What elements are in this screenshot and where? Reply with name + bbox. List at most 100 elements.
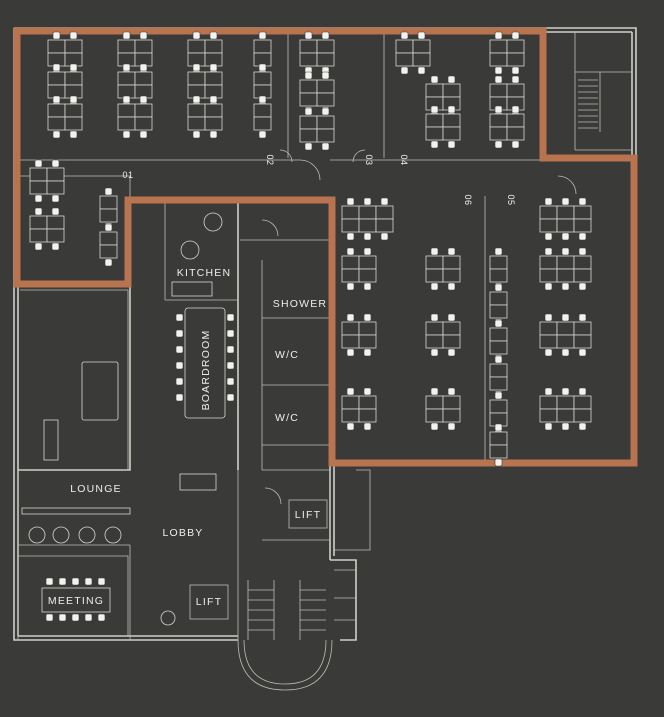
desk (425, 321, 444, 336)
chair (430, 422, 439, 431)
desk (358, 408, 377, 423)
chair (363, 348, 372, 357)
desk (489, 255, 508, 270)
desk (412, 39, 431, 54)
desk (187, 71, 206, 86)
desk (539, 255, 558, 270)
chair (578, 313, 587, 322)
reception-desk (179, 473, 217, 491)
chair (578, 197, 587, 206)
desk (395, 52, 414, 67)
desk (204, 71, 223, 86)
desk (489, 304, 508, 319)
desk (99, 244, 118, 259)
desk (425, 83, 444, 98)
chair (58, 613, 67, 622)
desk (489, 327, 508, 342)
kitchen-counter (171, 281, 213, 297)
chair (45, 613, 54, 622)
desk (299, 128, 318, 143)
desk (341, 321, 360, 336)
desk (489, 39, 508, 54)
desk (117, 71, 136, 86)
desk (489, 52, 508, 67)
desk (299, 92, 318, 107)
desk (573, 408, 592, 423)
chair (346, 247, 355, 256)
chair (430, 140, 439, 149)
chair (139, 31, 148, 40)
chair (304, 142, 313, 151)
desk (29, 228, 48, 243)
chair (447, 140, 456, 149)
leased-area-outline (13, 27, 638, 467)
chair (511, 31, 520, 40)
desk (573, 321, 592, 336)
desk (573, 395, 592, 410)
chair (511, 75, 520, 84)
desk (134, 71, 153, 86)
desk (556, 408, 575, 423)
chair (52, 63, 61, 72)
chair (561, 247, 570, 256)
chair (561, 348, 570, 357)
desk (117, 103, 136, 118)
chair (122, 95, 131, 104)
kitchen-table (203, 212, 223, 232)
chair (447, 75, 456, 84)
chair (139, 63, 148, 72)
zone-05-label: 05 (506, 194, 516, 205)
chair (52, 31, 61, 40)
workstations (29, 31, 592, 622)
chair (304, 107, 313, 116)
desk (556, 321, 575, 336)
chair (51, 194, 60, 203)
chair (494, 391, 503, 400)
chair (346, 348, 355, 357)
desk (539, 321, 558, 336)
desk (425, 408, 444, 423)
chair (494, 458, 503, 467)
desk (375, 205, 394, 220)
desk (299, 79, 318, 94)
chair (511, 66, 520, 75)
desk (47, 116, 66, 131)
desk (489, 399, 508, 414)
chair (578, 247, 587, 256)
desk (134, 39, 153, 54)
desk (46, 167, 65, 182)
chair (34, 194, 43, 203)
lounge-stool (52, 526, 70, 544)
chair (363, 282, 372, 291)
desk (375, 218, 394, 233)
desk (204, 39, 223, 54)
zone-02-label: 02 (265, 154, 275, 165)
desk (442, 395, 461, 410)
chair (544, 247, 553, 256)
chair (192, 95, 201, 104)
lounge-counter (21, 507, 131, 515)
chair (34, 159, 43, 168)
chair (51, 159, 60, 168)
desk (99, 195, 118, 210)
desk (556, 255, 575, 270)
desk (299, 115, 318, 130)
desk (539, 205, 558, 220)
desk (253, 103, 272, 118)
desk (341, 268, 360, 283)
chair (494, 283, 503, 292)
wc-label: W/C (275, 349, 299, 361)
desk (299, 52, 318, 67)
desk (442, 255, 461, 270)
desk (425, 113, 444, 128)
desk (341, 218, 360, 233)
room-labels: KITCHEN SHOWER W/C W/C BOARDROOM LOUNGE … (48, 267, 326, 608)
desk (341, 255, 360, 270)
chair (400, 66, 409, 75)
desk (316, 92, 335, 107)
lobby-table (160, 610, 176, 626)
desk (442, 408, 461, 423)
desk (489, 83, 508, 98)
chair (97, 577, 106, 586)
lounge-stool (28, 526, 46, 544)
